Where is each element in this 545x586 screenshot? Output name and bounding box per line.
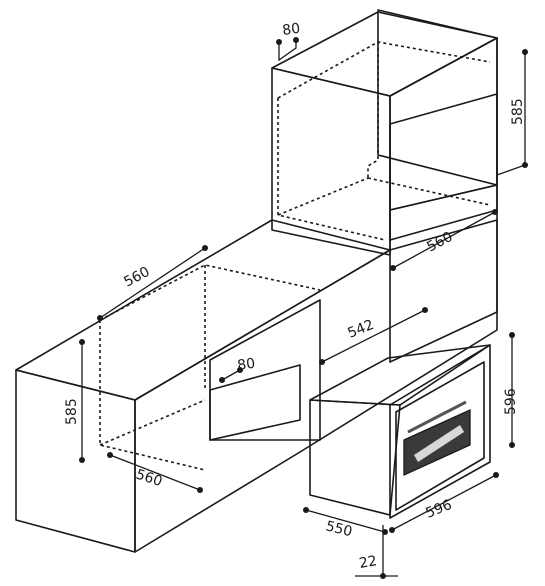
dim-line-oven-depth bbox=[305, 509, 386, 533]
label-tall-vent: 80 bbox=[281, 21, 301, 39]
label-base-vent: 80 bbox=[236, 356, 256, 374]
oven-handle bbox=[407, 400, 467, 434]
label-base-height: 585 bbox=[64, 398, 80, 425]
base-cabinet bbox=[15, 219, 498, 553]
label-oven-front: 22 bbox=[358, 553, 378, 572]
oven-window-reflection bbox=[414, 425, 464, 462]
tall-cabinet-hidden-edges-2 bbox=[277, 98, 386, 241]
tall-cabinet-left-side bbox=[271, 67, 391, 256]
dim-line-base-vent bbox=[221, 369, 241, 381]
dim-line-base-depth bbox=[99, 247, 206, 319]
oven-front-frame bbox=[395, 361, 485, 511]
tall-cabinet-hidden-edges-4 bbox=[367, 177, 491, 206]
oven bbox=[309, 344, 491, 519]
tall-cabinet-hidden-edges bbox=[277, 41, 491, 99]
tall-cabinet-front bbox=[389, 37, 498, 363]
tall-cabinet-niche-back bbox=[389, 93, 498, 211]
dim-line-tall-vent bbox=[278, 40, 297, 62]
base-cabinet-hidden-edge-4 bbox=[99, 399, 206, 446]
label-oven-depth: 550 bbox=[324, 518, 354, 540]
base-cabinet-front bbox=[15, 369, 136, 553]
tall-cabinet bbox=[271, 9, 498, 363]
dimension-lines bbox=[79, 37, 528, 579]
tall-cabinet-hidden-edge-5 bbox=[277, 177, 369, 216]
dim-line-oven-width bbox=[391, 474, 497, 531]
dim-line-base-width bbox=[109, 454, 201, 491]
tall-cabinet-back-wall bbox=[377, 9, 498, 186]
base-cabinet-side bbox=[134, 219, 498, 553]
base-cabinet-niche-side bbox=[209, 364, 301, 441]
label-base-width: 560 bbox=[134, 467, 164, 490]
oven-front bbox=[389, 344, 491, 519]
tall-cabinet-top bbox=[271, 11, 498, 97]
label-oven-height: 596 bbox=[503, 388, 519, 415]
label-oven-width: 596 bbox=[424, 497, 455, 522]
tall-cabinet-hidden-edges-3 bbox=[367, 42, 379, 178]
label-tall-height: 585 bbox=[510, 98, 526, 125]
dim-line-oven-top-depth bbox=[321, 309, 426, 363]
dim-line-tall-width bbox=[392, 211, 496, 269]
base-cabinet-niche-back bbox=[209, 299, 321, 441]
label-oven-top-depth: 542 bbox=[346, 317, 377, 342]
